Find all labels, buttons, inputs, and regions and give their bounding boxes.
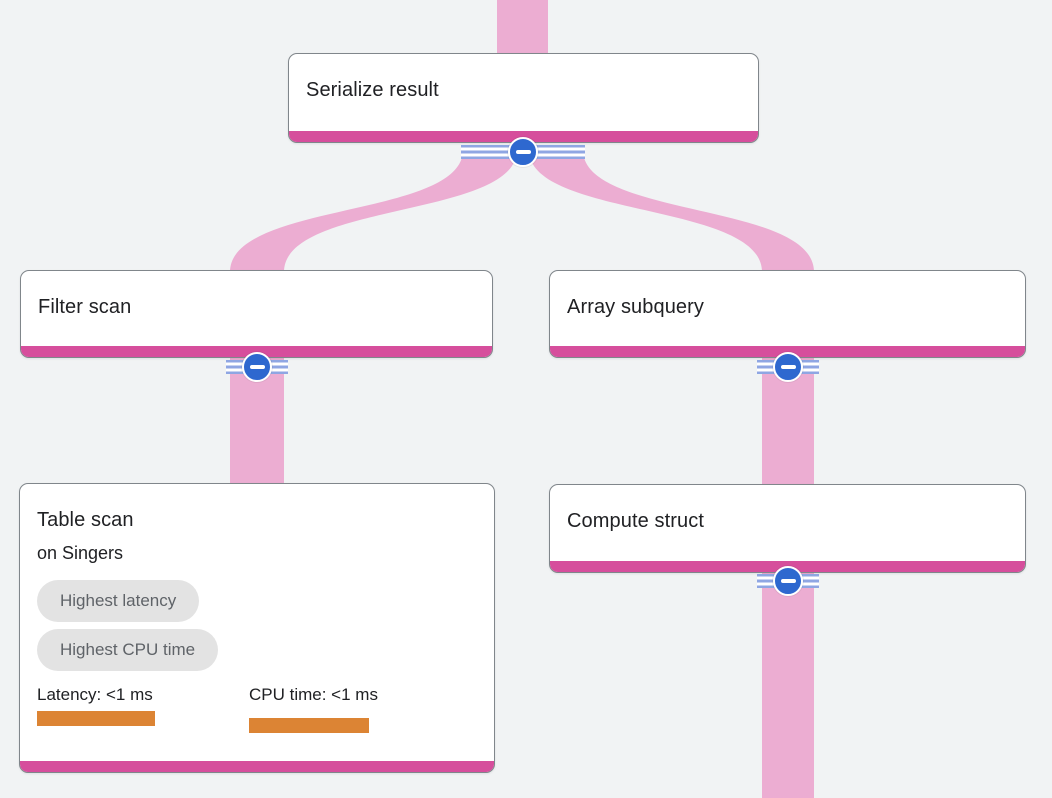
collapse-control-array-subquery <box>757 351 819 383</box>
collapse-minus-icon <box>249 365 265 369</box>
node-title: Array subquery <box>567 296 705 318</box>
node-accent-bar <box>289 131 758 142</box>
node-title: Table scan <box>37 509 134 531</box>
collapse-control-compute-struct <box>757 565 819 597</box>
node-array-subquery[interactable]: Array subquery <box>549 270 1026 358</box>
latency-metric-label: Latency: <1 ms <box>37 685 153 704</box>
node-filter-scan[interactable]: Filter scan <box>20 270 493 358</box>
edge-array-subquery-to-compute-struct <box>762 352 814 486</box>
collapse-button[interactable] <box>773 352 803 382</box>
node-subtitle: on Singers <box>37 543 124 563</box>
collapse-button[interactable] <box>508 137 538 167</box>
node-accent-bar <box>550 346 1025 357</box>
collapse-minus-icon <box>515 150 531 154</box>
node-title: Filter scan <box>38 296 132 318</box>
node-accent-bar <box>21 346 492 357</box>
collapse-control-filter-scan <box>226 351 288 383</box>
latency-metric-bar <box>37 711 155 726</box>
highest-cpu-time-badge: Highest CPU time <box>37 629 219 671</box>
node-table-scan[interactable]: Table scan on Singers Highest latency Hi… <box>19 483 495 773</box>
node-title: Serialize result <box>306 79 439 101</box>
collapse-control-serialize-result <box>461 136 585 168</box>
badge-list: Highest latency Highest CPU time <box>37 573 477 671</box>
collapse-minus-icon <box>780 365 796 369</box>
node-serialize-result[interactable]: Serialize result <box>288 53 759 143</box>
metric-row: Latency: <1 ms CPU time: <1 ms <box>37 684 477 733</box>
collapse-minus-icon <box>780 579 796 583</box>
node-compute-struct[interactable]: Compute struct <box>549 484 1026 573</box>
node-title: Compute struct <box>567 510 705 532</box>
cpu-time-metric-label: CPU time: <1 ms <box>249 685 378 704</box>
cpu-time-metric-bar <box>249 718 369 733</box>
edge-filter-scan-to-table-scan <box>230 352 284 484</box>
latency-metric: Latency: <1 ms <box>37 684 187 733</box>
cpu-time-metric: CPU time: <1 ms <box>249 684 419 733</box>
edge-input-to-serialize-result <box>497 0 548 60</box>
collapse-button[interactable] <box>242 352 272 382</box>
node-accent-bar <box>20 761 494 772</box>
edge-serialize-result-to-filter-scan <box>230 150 517 272</box>
collapse-button[interactable] <box>773 566 803 596</box>
edge-serialize-result-to-array-subquery <box>529 150 814 272</box>
highest-latency-badge: Highest latency <box>37 580 200 622</box>
edge-compute-struct-output <box>762 566 814 798</box>
